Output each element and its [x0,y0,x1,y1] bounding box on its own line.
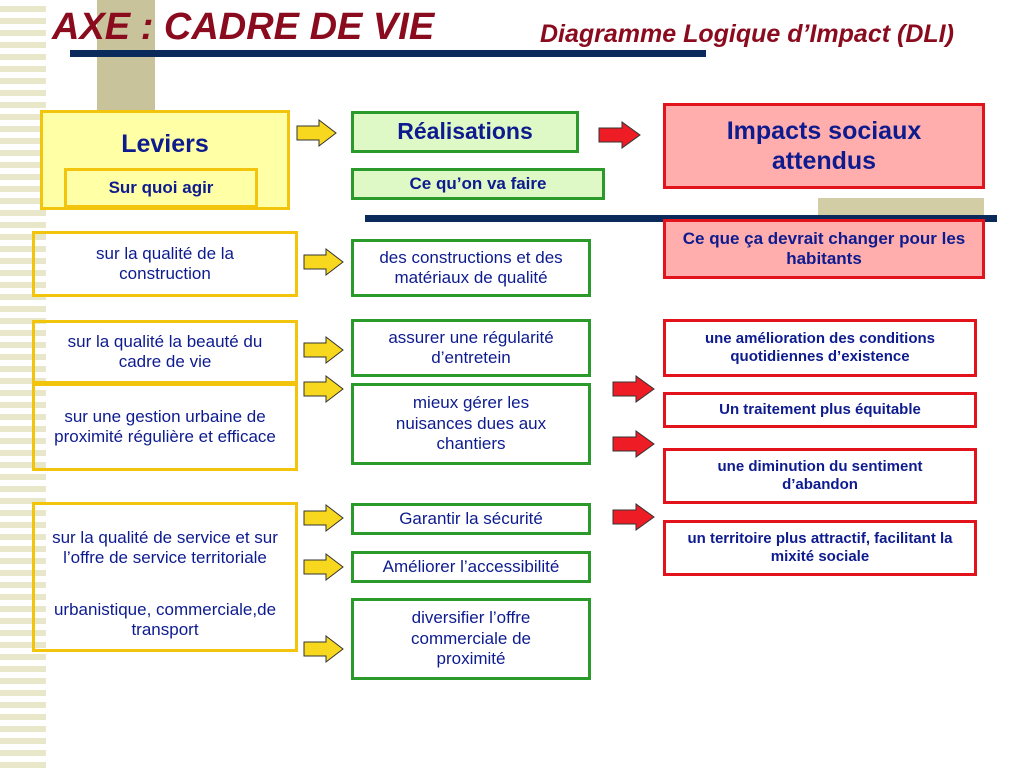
achievement-local-commerce: diversifier l’offre commerciale de proxi… [351,598,591,680]
impact-living-conditions: une amélioration des conditions quotidie… [663,319,977,377]
arrow-right-icon [303,374,344,404]
achievement-maintenance: assurer une régularité d’entretein [351,319,591,377]
arrow-right-icon [303,552,344,582]
impacts-title: Impacts sociaux attendus [663,103,985,189]
axis-title: AXE : CADRE DE VIE [52,6,435,48]
impact-attractive-territory: un territoire plus attractif, facilitant… [663,520,977,576]
achievement-accessibility: Améliorer l’accessibilité [351,551,591,583]
impact-less-abandonment: une diminution du sentiment d’abandon [663,448,977,504]
impacts-subtitle: Ce que ça devrait changer pour les habit… [663,219,985,279]
achievements-title: Réalisations [351,111,579,153]
lever-service-offer: sur la qualité de service et sur l’offre… [52,527,278,567]
achievement-nuisances: mieux gérer les nuisances dues aux chant… [351,383,591,465]
diagram-subtitle: Diagramme Logique d’Impact (DLI) [540,20,954,48]
arrow-right-red-icon [612,503,655,531]
arrow-right-icon [303,335,344,365]
levers-title: Leviers [121,130,209,158]
arrow-right-icon [303,503,344,533]
arrow-right-red-icon [612,430,655,458]
impact-equitable-treatment: Un traitement plus équitable [663,392,977,428]
lever-construction-quality: sur la qualité de la construction [32,231,298,297]
lever-service-types: urbanistique, commerciale,de transport [53,599,277,639]
levers-subtitle: Sur quoi agir [64,168,258,208]
lever-urban-management: sur une gestion urbaine de proximité rég… [32,383,298,471]
achievement-quality-materials: des constructions et des matériaux de qu… [351,239,591,297]
title-underline [70,50,706,57]
lever-service-offer-box [32,502,298,652]
arrow-right-red-icon [612,375,655,403]
lever-living-environment: sur la qualité la beauté du cadre de vie [32,320,298,384]
arrow-right-red-icon [598,121,641,149]
arrow-right-icon [303,634,344,664]
middle-divider [365,215,997,222]
arrow-right-icon [296,118,337,148]
achievement-security: Garantir la sécurité [351,503,591,535]
achievements-subtitle: Ce qu’on va faire [351,168,605,200]
arrow-right-icon [303,247,344,277]
